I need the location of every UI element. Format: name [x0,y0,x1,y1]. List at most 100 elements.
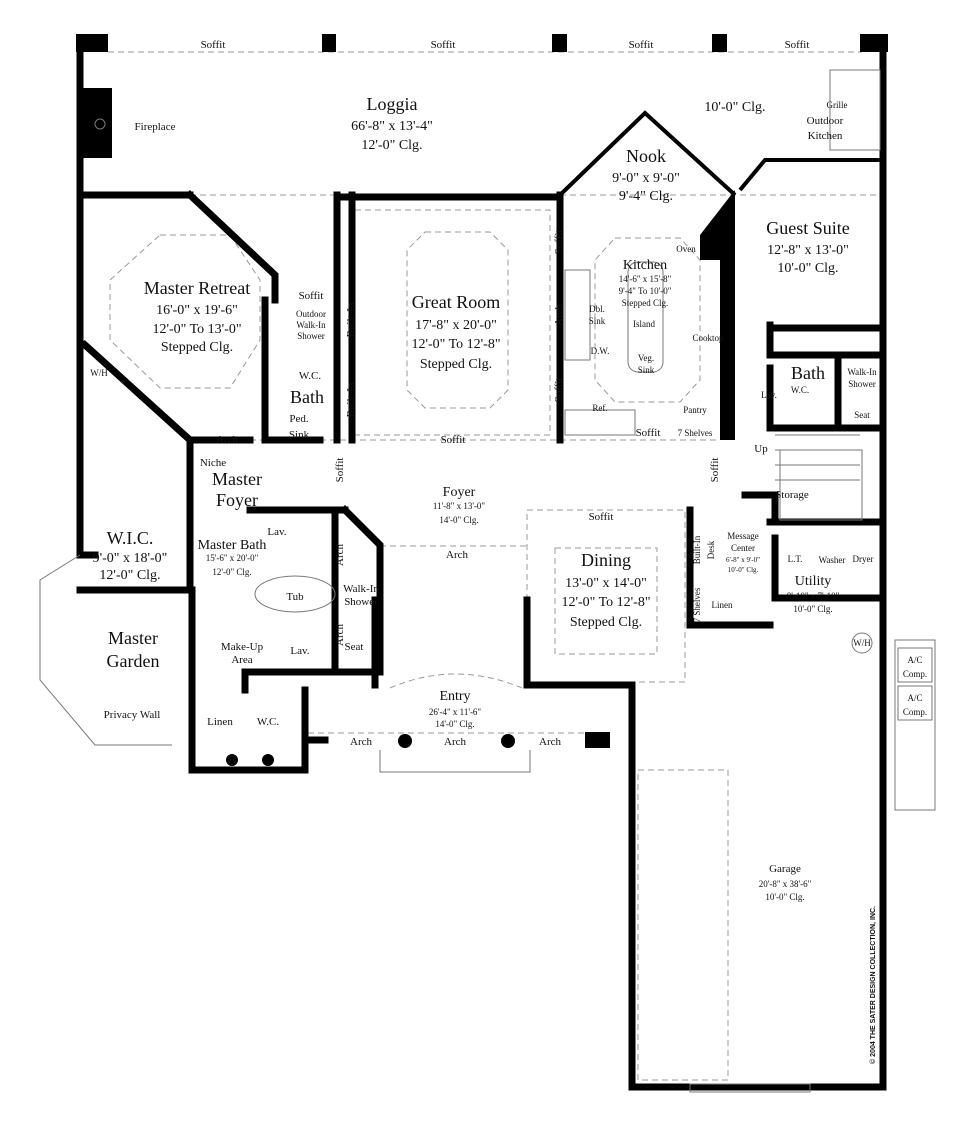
ped-sink-label: Sink [289,429,310,441]
seat-label: Seat [345,641,364,653]
oven-label: Oven [676,244,696,254]
shelves-label: 7 Shelves [692,587,702,622]
arch-label: Arch [350,736,372,748]
arch-label: Arch [539,736,561,748]
shelves-label: 7 Shelves [678,428,713,438]
dining-name: Dining [581,550,631,570]
lav-label: Lav. [290,645,309,657]
entry-dims: 26'-4" x 11'-6" [429,707,482,717]
entry-clg: 14'-0" Clg. [435,719,474,729]
stair-icon [775,434,863,521]
ref-label: Ref. [592,403,607,413]
fixtures [94,69,881,766]
grille-label: Grille [827,100,848,110]
loggia-name: Loggia [367,94,418,114]
soffit-label: Soffit [589,511,614,523]
garage-windows [689,1083,811,1093]
laundry-tub-label: L.T. [788,554,803,564]
outdoor-shower-label: Walk-In [296,320,326,330]
grille-icon [829,69,881,151]
message-center-dims: 6'-8" x 9'-0" [726,556,760,564]
soffit-label: Soffit [553,378,565,403]
seat-label: Seat [854,410,870,420]
foyer-dims: 11'-8" x 13'-0" [433,501,486,511]
cooktop-label: Cooktop [692,333,724,343]
stairs-up-label: Up [754,443,768,455]
room-labels: Soffit Soffit Soffit Soffit Fireplace Lo… [90,39,933,1064]
utility-name: Utility [795,574,832,589]
master-bath-dims: 15'-6" x 20'-0" [206,553,259,563]
water-heater-label: W/H [853,638,871,648]
wc-label: W.C. [299,370,321,382]
kitchen-dims: 14'-6" x 15'-8" [619,274,672,284]
arch-label: Arch [334,544,346,566]
wic-name: W.I.C. [107,528,154,548]
soffit-label: Soffit [201,39,226,51]
makeup-area-label: Area [231,654,252,666]
master-foyer-name: Master [212,469,262,489]
kitchen-name: Kitchen [623,258,667,273]
storage-label: Storage [775,489,809,501]
arch-label: Arch [446,549,468,561]
pantry-label: Pantry [683,405,707,415]
arch-label: Arch [334,624,346,646]
soffit-label: Soffit [334,458,346,483]
guest-bath-name: Bath [791,363,825,383]
column [501,734,515,748]
dbl-sink-label: Sink [589,316,606,326]
ac-label: Comp. [903,669,927,679]
great-room-name: Great Room [412,292,500,312]
veg-sink-label: Veg. [638,353,654,363]
master-retreat-clg: 12'-0" To 13'-0" [152,322,241,337]
nook-dims: 9'-0" x 9'-0" [612,171,680,186]
message-center-name: Message [727,531,759,541]
makeup-area-label: Make-Up [221,641,264,653]
message-center-clg: 10'-0" Clg. [728,566,759,574]
outdoor-kitchen-label: Outdoor [807,115,844,127]
ac-label: Comp. [903,707,927,717]
foyer-name: Foyer [443,485,476,500]
nook-name: Nook [626,146,666,166]
soffit-label: Soffit [431,39,456,51]
column [398,734,412,748]
master-retreat-name: Master Retreat [144,278,250,298]
guest-suite-clg: 10'-0" Clg. [777,261,838,276]
kitchen-clg: 9'-4" To 10'-0" [619,286,672,296]
master-garden-name: Garden [107,651,160,671]
great-room-clg2: Stepped Clg. [420,357,492,372]
foyer-clg: 14'-0" Clg. [439,515,478,525]
great-room-dims: 17'-8" x 20'-0" [415,318,497,333]
garage-name: Garage [769,863,801,875]
shower-label: Shower [848,379,876,389]
veg-sink-label: Sink [638,365,655,375]
dining-clg: 12'-0" To 12'-8" [561,595,650,610]
bath-name: Bath [290,387,324,407]
soffit-label: Soffit [636,427,661,439]
master-garden-name: Master [108,628,158,648]
shower-label: Walk-In [847,367,877,377]
guest-suite-dims: 12'-8" x 13'-0" [767,243,849,258]
master-retreat-dims: 16'-0" x 19'-6" [156,303,238,318]
built-in-label: Built-In [692,535,702,564]
loggia-dims: 66'-8" x 13'-4" [351,119,433,134]
guest-suite-name: Guest Suite [766,218,850,238]
tub-icon [254,575,336,613]
lav-label: Lav. [761,390,777,400]
arch-label: Arch [553,304,565,326]
entry-name: Entry [439,689,470,704]
washer-label: Washer [819,555,846,565]
tub-label: Tub [286,591,304,603]
wc-label: W.C. [257,716,279,728]
utility-clg: 10'-0" Clg. [793,604,832,614]
soffit-label: Soffit [785,39,810,51]
garage-clg: 10'-0" Clg. [765,892,804,902]
built-in-label: Built-In [345,382,357,417]
privacy-wall-label: Privacy Wall [104,709,161,721]
soffit-label: Soffit [629,39,654,51]
dining-clg2: Stepped Clg. [570,615,642,630]
arch-label: Arch [444,736,466,748]
built-in-label: Built-In [345,302,357,337]
shower-label: Walk-In [343,583,379,595]
niche-label: Niche [200,457,226,469]
